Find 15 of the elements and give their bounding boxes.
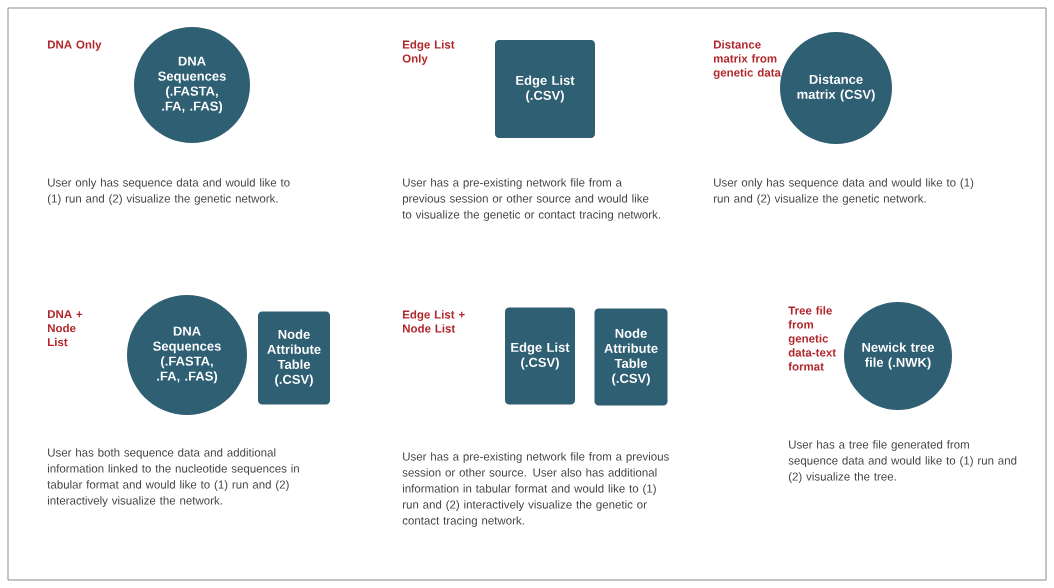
description-text: User only has sequence data and would like to (1) run and (2) visualize the genetic network.: [47, 178, 290, 205]
description-text: User only has sequence data and would like to (1) run and (2) visualize the genetic network.: [714, 178, 974, 205]
data-box: Edge List (.CSV): [495, 40, 595, 138]
description-text: User has a pre-existing network file from a previous session or other source. User also has additional information in tabular format and would like to (1) run and (2) interactively visualize the genetic or contact tracing network.: [402, 452, 669, 527]
description-text: User has a pre-existing network file from a previous session or other source and would like to visualize the genetic or contact tracing network.: [402, 178, 660, 221]
description-text: User has both sequence data and additional information linked to the nucleotide sequences in tabular format and would like to (1) run and (2) interactively visualize the network.: [47, 448, 299, 507]
panel-heading: Edge List Only: [402, 40, 455, 65]
panel-heading: Distance matrix from genetic data: [713, 40, 781, 79]
panel-heading: Edge List + Node List: [403, 310, 465, 333]
data-box: Edge List (.CSV): [505, 307, 575, 405]
panel-heading: DNA Only: [48, 40, 102, 51]
data-box: Node Attribute Table (.CSV): [258, 311, 330, 405]
data-box: Node Attribute Table (.CSV): [594, 308, 668, 406]
panel-heading: DNA + Node List: [48, 310, 83, 347]
description-text: User has a tree file generated from sequence data and would like to (1) run and (2) visualize the tree.: [788, 440, 1017, 483]
